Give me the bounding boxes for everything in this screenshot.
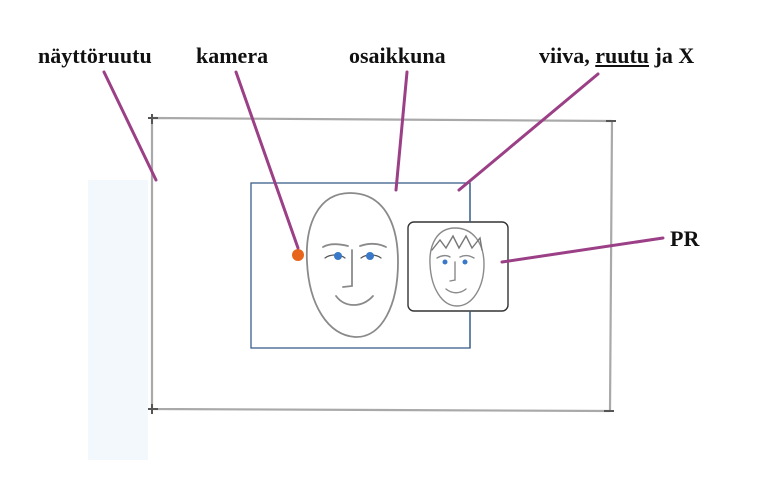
pr-box <box>407 221 509 312</box>
label-line-suffix: ja X <box>649 43 695 68</box>
leader-lines <box>102 70 665 264</box>
leader-line-camera <box>234 70 300 250</box>
camera-dot <box>292 249 304 261</box>
label-pr: PR <box>670 226 700 251</box>
label-camera: kamera <box>196 43 269 68</box>
screen-frame <box>150 116 614 413</box>
screen-frame-corner-marks <box>148 114 616 414</box>
leader-line-window <box>394 70 409 192</box>
leader-line-screen <box>102 70 158 182</box>
leader-line-pr <box>500 236 665 264</box>
small-face-right-eye <box>462 259 468 265</box>
label-line-underlined: ruutu <box>595 43 650 68</box>
label-line-prefix: viiva, <box>539 43 596 68</box>
small-face-left-eye <box>442 259 448 265</box>
large-face-left-eye <box>334 252 342 260</box>
large-face-right-eye <box>366 252 374 260</box>
label-line-box-x: viiva, ruutu ja X <box>539 45 694 67</box>
large-face-sketch <box>305 192 399 338</box>
label-subwindow: osaikkuna <box>349 43 446 68</box>
small-face-sketch <box>429 227 485 307</box>
paper-shadow <box>88 180 148 460</box>
label-screen: näyttöruutu <box>38 43 152 68</box>
leader-line-ruutu <box>457 72 600 192</box>
